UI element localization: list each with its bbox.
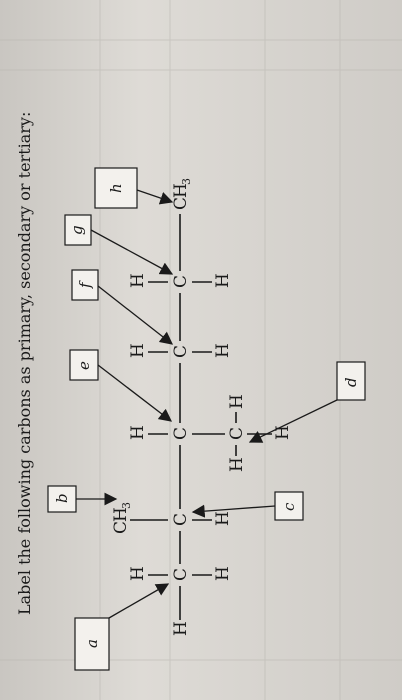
atom-h: H [273,425,293,440]
atom-h: H [128,566,148,581]
atom-c3: C [171,427,191,440]
atom-h: H [227,457,247,472]
label-box-f[interactable]: f [71,269,99,301]
atom-h: H [213,273,233,288]
atom-ch3-c: C [111,521,131,534]
label-box-h[interactable]: h [94,167,138,209]
atom-ch3-h: H [111,507,131,522]
atom-h: H [171,621,191,636]
label-box-c[interactable]: c [274,491,304,521]
arrow-h [136,189,174,205]
atom-h: H [227,394,247,409]
atom-ch3-end-h: H [171,183,191,198]
label-f: f [76,280,94,289]
arrow-g [90,229,174,275]
atom-h: H [128,273,148,288]
label-box-e[interactable]: e [69,349,99,381]
atom-ch3-end-sub: 3 [180,178,193,185]
label-h: h [107,183,125,193]
atom-h: H [213,343,233,358]
atom-c5: C [171,275,191,288]
label-box-a[interactable]: a [74,617,110,671]
atom-c1: C [171,568,191,581]
atom-h: H [213,511,233,526]
instruction-text: Label the following carbons as primary, … [15,112,34,615]
atom-ch3-end-c: C [171,197,191,210]
atom-c-branch: C [227,427,247,440]
label-g: g [68,225,86,235]
label-d: d [342,377,360,387]
arrow-c [191,504,276,518]
label-box-g[interactable]: g [64,214,92,246]
arrow-a [108,583,170,619]
label-box-d[interactable]: d [336,361,366,401]
label-box-b[interactable]: b [47,485,77,513]
atom-c4: C [171,345,191,358]
atom-h: H [213,566,233,581]
label-e: e [75,361,93,370]
atom-c2: C [171,513,191,526]
label-b: b [53,493,71,503]
arrow-e [97,364,173,422]
label-a: a [83,639,101,648]
arrow-d [248,399,338,443]
atom-h: H [128,343,148,358]
atom-h: H [128,425,148,440]
atom-ch3-sub: 3 [120,502,133,509]
arrow-f [97,285,174,345]
label-c: c [280,502,298,511]
